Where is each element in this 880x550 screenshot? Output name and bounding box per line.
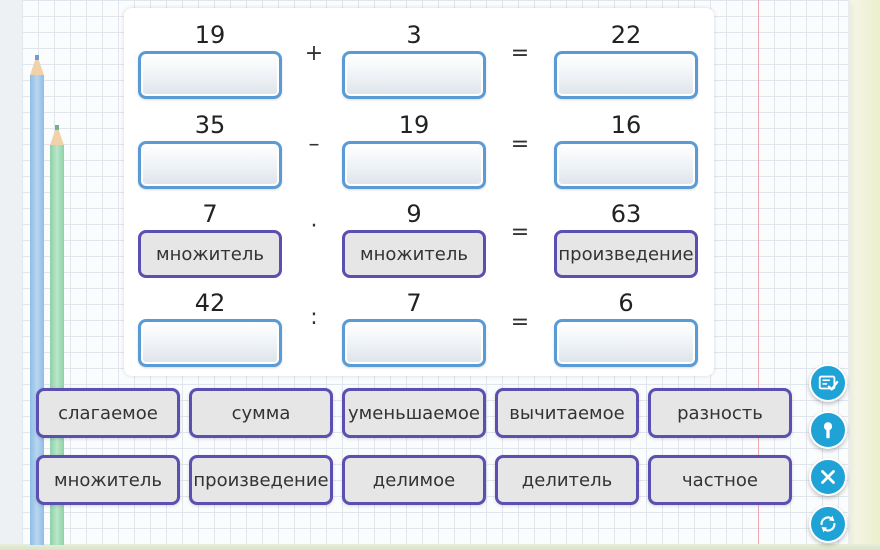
operator-minus: – bbox=[308, 132, 320, 157]
answer-slot[interactable] bbox=[138, 51, 282, 99]
word-tile[interactable]: частное bbox=[648, 455, 792, 505]
answer-slot[interactable] bbox=[342, 141, 486, 189]
number: 63 bbox=[610, 200, 642, 228]
answer-slot[interactable] bbox=[554, 51, 698, 99]
number: 22 bbox=[610, 21, 642, 49]
answer-slot-filled[interactable]: произведение bbox=[554, 230, 698, 278]
answer-slot-filled[interactable]: множитель bbox=[138, 230, 282, 278]
answer-slot[interactable] bbox=[342, 51, 486, 99]
number: 9 bbox=[406, 200, 422, 228]
word-tile[interactable]: множитель bbox=[36, 455, 180, 505]
number: 19 bbox=[194, 21, 226, 49]
word-tile[interactable]: уменьшаемое bbox=[342, 388, 486, 438]
hint-button[interactable] bbox=[809, 411, 847, 449]
answer-slot[interactable] bbox=[554, 141, 698, 189]
close-icon bbox=[821, 470, 835, 484]
answer-slot[interactable] bbox=[342, 319, 486, 367]
page-edge-bottom bbox=[0, 544, 880, 550]
operator-plus: + bbox=[304, 41, 324, 66]
number: 3 bbox=[406, 21, 422, 49]
number: 19 bbox=[398, 111, 430, 139]
margin-line bbox=[758, 0, 759, 545]
answer-slot[interactable] bbox=[138, 319, 282, 367]
answer-slot[interactable] bbox=[554, 319, 698, 367]
equals-sign: = bbox=[510, 41, 530, 66]
number: 16 bbox=[610, 111, 642, 139]
answer-slot[interactable] bbox=[138, 141, 282, 189]
reset-button[interactable] bbox=[809, 505, 847, 543]
operator-divide: : bbox=[310, 305, 318, 330]
word-tile[interactable]: сумма bbox=[189, 388, 333, 438]
word-tile[interactable]: делитель bbox=[495, 455, 639, 505]
number: 42 bbox=[194, 289, 226, 317]
check-answer-button[interactable] bbox=[809, 364, 847, 402]
word-tile[interactable]: вычитаемое bbox=[495, 388, 639, 438]
word-tile[interactable]: произведение bbox=[189, 455, 333, 505]
close-button[interactable] bbox=[809, 458, 847, 496]
word-tile[interactable]: делимое bbox=[342, 455, 486, 505]
number: 7 bbox=[202, 200, 218, 228]
equals-sign: = bbox=[510, 310, 530, 335]
operator-multiply: · bbox=[310, 214, 318, 239]
page-edge-right bbox=[850, 0, 880, 550]
check-icon bbox=[818, 375, 839, 391]
number: 35 bbox=[194, 111, 226, 139]
refresh-icon bbox=[820, 515, 836, 533]
equations-card: 19 + 3 = 22 35 – 19 = 16 7 · 9 = 63 множ… bbox=[124, 8, 714, 376]
word-tile[interactable]: слагаемое bbox=[36, 388, 180, 438]
number: 6 bbox=[618, 289, 634, 317]
word-tile[interactable]: разность bbox=[648, 388, 792, 438]
equals-sign: = bbox=[510, 132, 530, 157]
hint-key-icon bbox=[823, 422, 833, 439]
equals-sign: = bbox=[510, 220, 530, 245]
number: 7 bbox=[406, 289, 422, 317]
answer-slot-filled[interactable]: множитель bbox=[342, 230, 486, 278]
